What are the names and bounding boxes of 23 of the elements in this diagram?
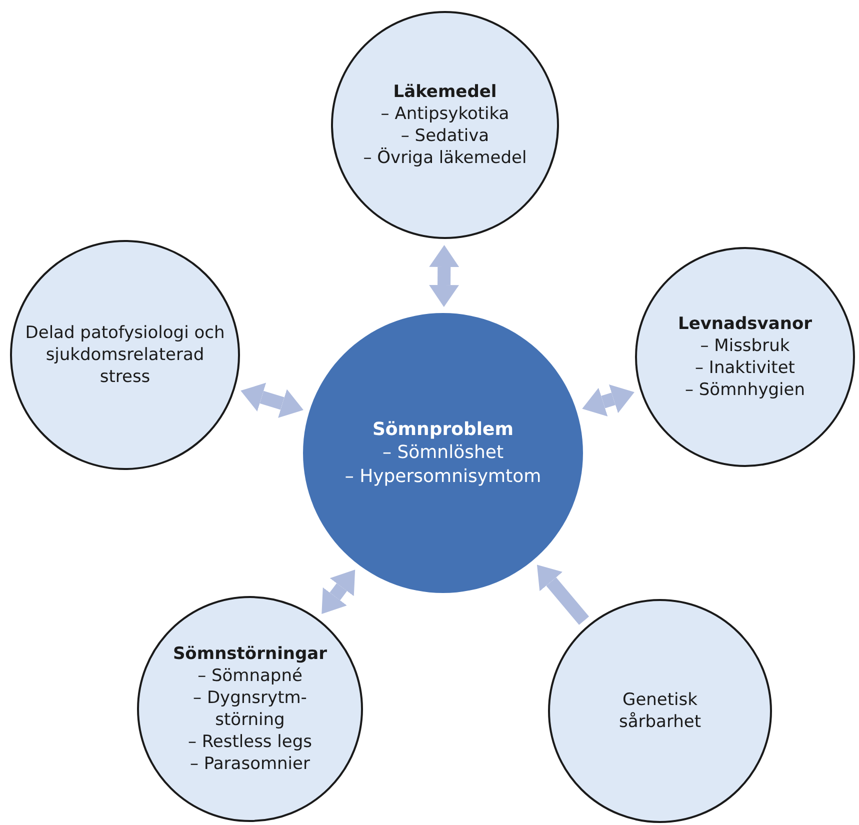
circle-text: Delad patofysiologi och sjukdomsrelaterad stress	[25, 322, 225, 388]
block-arrow	[322, 570, 356, 614]
list-item: – Sömnapné	[198, 664, 302, 687]
circle-heading: Sömnstörningar	[172, 642, 328, 665]
block-arrow	[536, 564, 590, 625]
list-item: – Hypersomnisymtom	[344, 464, 542, 488]
list-item: – Sedativa	[400, 125, 490, 148]
block-arrow	[582, 384, 634, 416]
list-item: – Övriga läkemedel	[363, 147, 527, 170]
block-arrow	[240, 382, 304, 418]
circle-text: Genetisk sårbarhet	[618, 688, 702, 734]
list-item: – Missbruk	[700, 334, 790, 357]
circle-heading: Sömnproblem	[372, 418, 514, 442]
list-item: – Sömnlöshet	[382, 441, 504, 465]
list-item: – Restless legs	[188, 731, 312, 754]
list-item: – Parasomnier	[190, 753, 310, 776]
list-item: – Antipsykotika	[380, 102, 510, 125]
block-arrow	[429, 245, 460, 307]
circle-heading: Levnadsvanor	[678, 312, 812, 335]
circle-heading: Läkemedel	[393, 80, 497, 103]
list-item: – Dygnsrytm-störning	[192, 686, 308, 732]
list-item: – Sömnhygien	[684, 379, 805, 402]
list-item: – Inaktivitet	[695, 357, 795, 380]
